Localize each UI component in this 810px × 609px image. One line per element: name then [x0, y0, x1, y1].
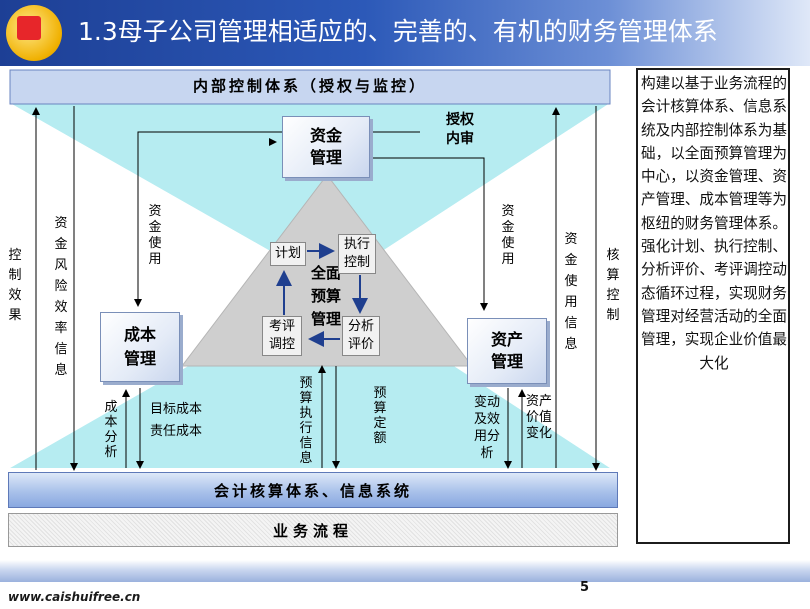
cycle-assess-adjust: 考评 调控: [262, 316, 302, 356]
summary-text: 构建以基于业务流程的会计核算体系、信息系统及内部控制体系为基础，以全面预算管理为…: [641, 75, 787, 372]
cycle-plan: 计划: [270, 242, 306, 266]
cycle-analyze-evaluate: 分析 评价: [342, 316, 380, 356]
target-cost-label: 目标成本: [150, 402, 203, 417]
summary-textbox: [636, 68, 790, 544]
fund-use-left-label: 资金使用: [148, 204, 162, 267]
business-process-bar: [8, 513, 618, 547]
diagram-canvas: [9, 69, 611, 471]
budget-quota-label: 预算定额: [373, 386, 387, 446]
internal-control-bar: 内部控制体系（授权与监控）: [192, 77, 427, 95]
accounting-system-label: 会计核算体系、信息系统: [213, 482, 412, 500]
responsibility-cost-label: 责任成本: [150, 424, 203, 439]
logo-mark-icon: [17, 16, 41, 40]
authorize-audit-label: 授权 内审: [446, 112, 474, 147]
change-efficiency-label: 变动及效用分析: [473, 395, 500, 461]
budget-management-label: 全面 预算 管理: [310, 264, 341, 328]
cycle-execute-control: 执行 控制: [338, 234, 376, 274]
verify-control-label: 核算控制: [606, 248, 620, 323]
asset-management-node: 资产 管理: [467, 318, 547, 384]
budget-triangle: [180, 174, 474, 367]
hourglass-bottom: [10, 285, 610, 468]
page-number: 5: [580, 580, 590, 595]
footer-stripe: [0, 560, 810, 582]
fund-management-node: 资金 管理: [282, 116, 370, 178]
page-title: 1.3母子公司管理相适应的、完善的、有机的财务管理体系: [78, 17, 718, 46]
hourglass-top: [10, 103, 610, 285]
asset-value-change-label: 资产价值变化: [525, 394, 552, 441]
cost-analysis-label: 成本分析: [104, 400, 118, 460]
budget-exec-info-label: 预算执行信息: [299, 376, 313, 466]
control-effect-label: 控制效果: [8, 248, 22, 323]
header-banner: [0, 0, 810, 66]
cost-management-node: 成本 管理: [100, 312, 180, 382]
footer-url: www.caishuifree.cn: [8, 590, 141, 604]
fund-use-info-label: 资金使用信息: [564, 232, 578, 352]
business-process-label: 业务流程: [272, 522, 353, 540]
fund-use-right-label: 资金使用: [501, 204, 515, 267]
accounting-system-bar: [8, 472, 618, 508]
fund-risk-info-label: 资金风险效率信息: [54, 216, 68, 378]
